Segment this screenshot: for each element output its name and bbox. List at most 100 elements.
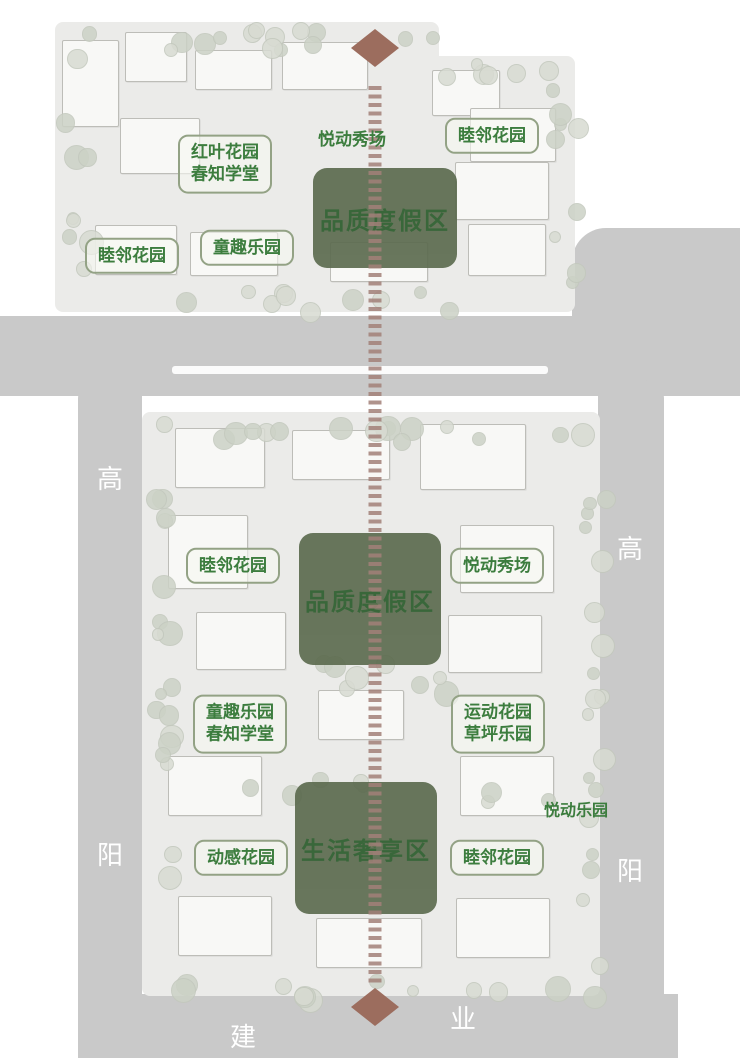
tree-icon	[584, 602, 605, 623]
tree-icon	[241, 779, 260, 797]
road-name-gao-left: 高	[96, 465, 124, 495]
tree-icon	[78, 148, 97, 167]
tree-icon	[590, 633, 616, 658]
tree-icon	[581, 708, 595, 721]
tree-icon	[304, 36, 322, 54]
building	[448, 615, 542, 673]
tree-icon	[164, 42, 179, 57]
tree-icon	[465, 982, 483, 999]
tree-icon	[440, 301, 459, 321]
tree-icon	[299, 302, 321, 324]
road-name-gao-right: 高	[616, 535, 644, 565]
zone-label-sports-garden-lawn-park: 运动花园 草坪乐园	[451, 694, 545, 754]
zone-label-line: 运动花园	[464, 702, 532, 723]
central-axis-dashed-line	[368, 86, 382, 986]
tree-icon	[170, 977, 197, 1003]
tree-icon	[433, 681, 460, 707]
zone-label-line: 睦邻花园	[199, 555, 267, 576]
road-marking-line	[172, 366, 548, 374]
tree-icon	[411, 676, 430, 695]
tree-icon	[81, 25, 98, 42]
tree-icon	[156, 508, 177, 529]
zone-label-joy-show-mid: 悦动秀场	[450, 547, 544, 585]
tree-icon	[585, 847, 600, 862]
zone-label-line: 春知学堂	[206, 725, 274, 745]
tree-icon	[552, 426, 569, 444]
building	[468, 224, 546, 276]
zone-label-line: 睦邻花园	[463, 847, 531, 868]
tree-icon	[157, 865, 183, 891]
tree-icon	[567, 202, 587, 222]
tree-icon	[541, 792, 557, 809]
tree-icon	[262, 38, 283, 59]
building	[195, 50, 272, 90]
tree-icon	[212, 30, 227, 45]
tree-icon	[585, 688, 607, 710]
zone-label-line: 悦动秀场	[318, 129, 386, 150]
tree-icon	[433, 671, 448, 686]
zone-label-neighbor-garden-bottom: 睦邻花园	[450, 839, 544, 877]
zone-label-redleaf-garden-spring-school: 红叶花园 春知学堂	[178, 134, 272, 194]
tree-icon	[566, 263, 587, 283]
tree-icon	[546, 129, 566, 149]
tree-icon	[596, 489, 617, 510]
zone-label-line: 春知学堂	[191, 165, 259, 185]
tree-icon	[393, 433, 412, 452]
tree-icon	[570, 422, 595, 448]
zone-label-line: 童趣乐园	[213, 237, 281, 258]
road-name-jian-bottom: 建	[229, 1023, 257, 1053]
building	[178, 896, 272, 956]
zone-label-neighbor-garden-top-left: 睦邻花园	[85, 237, 179, 275]
tree-icon	[345, 665, 370, 690]
tree-icon	[538, 61, 559, 82]
building	[456, 898, 550, 958]
tree-icon	[194, 33, 216, 55]
tree-icon	[548, 102, 572, 126]
tree-icon	[470, 58, 484, 72]
tree-icon	[587, 782, 604, 799]
major-zone-label: 品质度假区	[320, 206, 450, 235]
tree-icon	[55, 113, 76, 134]
zone-label-line: 悦动秀场	[463, 555, 531, 576]
tree-icon	[425, 30, 441, 46]
tree-icon	[590, 957, 609, 976]
tree-icon	[414, 285, 428, 299]
zone-label-neighbor-garden-top-right: 睦邻花园	[445, 117, 539, 155]
tree-icon	[163, 678, 182, 697]
zone-label-line: 动感花园	[207, 847, 275, 868]
tree-icon	[545, 976, 571, 1002]
tree-icon	[61, 229, 78, 245]
zone-label-line: 悦动乐园	[543, 800, 609, 820]
tree-icon	[164, 846, 182, 864]
tree-icon	[151, 627, 165, 641]
zone-label-dynamic-garden: 动感花园	[194, 839, 288, 877]
tree-icon	[591, 549, 615, 573]
road-name-ye-bottom: 业	[449, 1005, 477, 1035]
tree-icon	[248, 21, 265, 39]
building	[318, 690, 404, 740]
tree-icon	[471, 432, 486, 446]
building	[455, 162, 549, 220]
tree-icon	[269, 421, 290, 442]
building	[460, 756, 554, 816]
tree-icon	[67, 48, 88, 69]
road-name-yang-right: 阳	[616, 857, 644, 887]
zone-label-neighbor-garden-mid: 睦邻花园	[186, 547, 280, 585]
tree-icon	[397, 31, 413, 47]
zone-label-joy-show-top: 悦动秀场	[314, 127, 390, 153]
major-zone-resort-top: 品质度假区	[313, 168, 457, 268]
tree-icon	[507, 64, 527, 84]
tree-icon	[406, 984, 420, 998]
tree-icon	[291, 21, 310, 41]
tree-icon	[274, 977, 293, 996]
tree-icon	[276, 286, 296, 306]
tree-icon	[545, 83, 561, 98]
tree-icon	[592, 747, 617, 772]
tree-icon	[156, 416, 173, 433]
tree-icon	[586, 666, 601, 681]
tree-icon	[439, 419, 455, 435]
building	[196, 612, 286, 670]
tree-icon	[158, 705, 179, 726]
